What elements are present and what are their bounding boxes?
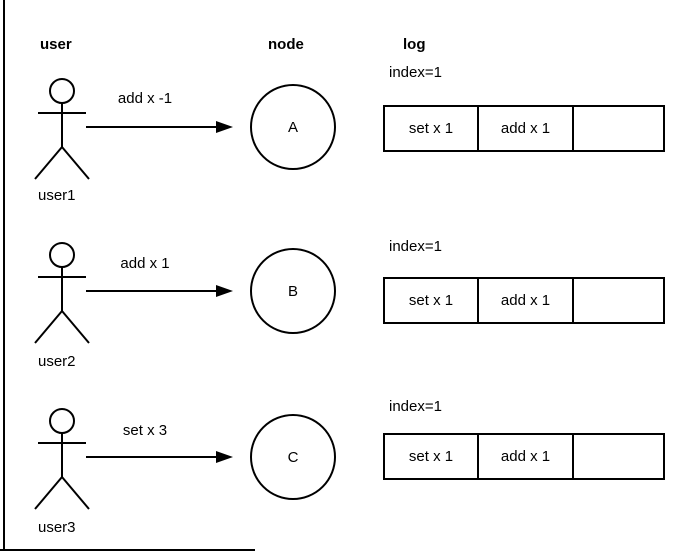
message-label: add x -1 bbox=[117, 90, 173, 107]
node-label: A bbox=[287, 118, 298, 136]
log-cell: set x 1 bbox=[385, 279, 479, 322]
user-label: user3 bbox=[38, 519, 76, 536]
log-cell: add x 1 bbox=[479, 435, 574, 478]
message-label: set x 3 bbox=[122, 422, 168, 439]
stick-figure-icon bbox=[34, 242, 90, 344]
user-label: user1 bbox=[38, 187, 76, 204]
node-circle: A bbox=[250, 84, 336, 170]
node-label: C bbox=[287, 448, 299, 466]
column-header-node: node bbox=[268, 36, 304, 53]
log-cell bbox=[574, 279, 663, 322]
log-cell: set x 1 bbox=[385, 435, 479, 478]
node-label: B bbox=[287, 282, 298, 300]
log-table: set x 1 add x 1 bbox=[383, 105, 665, 152]
log-index-label: index=1 bbox=[389, 238, 442, 255]
message-label: add x 1 bbox=[120, 255, 170, 272]
message-arrow-icon bbox=[86, 121, 233, 133]
node-circle: B bbox=[250, 248, 336, 334]
user-label: user2 bbox=[38, 353, 76, 370]
frame-left-border bbox=[3, 0, 5, 549]
log-cell: add x 1 bbox=[479, 107, 574, 150]
stick-figure-icon bbox=[34, 408, 90, 510]
log-cell bbox=[574, 435, 663, 478]
stick-figure-icon bbox=[34, 78, 90, 180]
log-cell: add x 1 bbox=[479, 279, 574, 322]
frame-bottom-border bbox=[0, 549, 255, 551]
column-header-log: log bbox=[403, 36, 426, 53]
log-index-label: index=1 bbox=[389, 64, 442, 81]
message-arrow-icon bbox=[86, 451, 233, 463]
log-table: set x 1 add x 1 bbox=[383, 433, 665, 480]
message-arrow-icon bbox=[86, 285, 233, 297]
log-cell bbox=[574, 107, 663, 150]
log-table: set x 1 add x 1 bbox=[383, 277, 665, 324]
node-circle: C bbox=[250, 414, 336, 500]
log-index-label: index=1 bbox=[389, 398, 442, 415]
column-header-user: user bbox=[40, 36, 72, 53]
log-cell: set x 1 bbox=[385, 107, 479, 150]
